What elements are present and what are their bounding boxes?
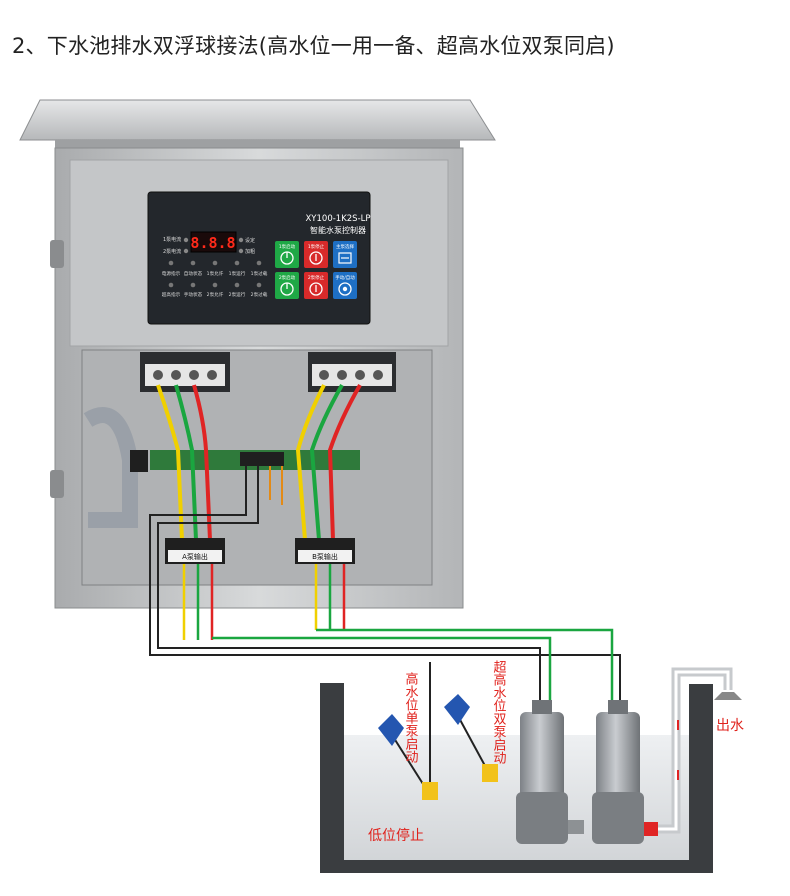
float-super-high-label: 超高水位双泵启动	[491, 660, 507, 765]
pump2-current-label: 2泵电流	[163, 248, 181, 255]
led-display: 8.8.8	[190, 234, 235, 252]
setting-label: 设定	[245, 237, 255, 244]
pump-power-wires	[182, 564, 614, 705]
pump-b	[592, 700, 658, 844]
indicator-label: 2泵运行	[229, 291, 246, 298]
indicator-label: 手动状态	[184, 291, 203, 298]
a-output-terminal: A泵输出	[165, 538, 225, 564]
ribbon-cable	[83, 407, 148, 528]
button-label: 2泵启动	[279, 274, 296, 281]
indicator-label: 电源指示	[162, 270, 181, 277]
bold-label: 加粗	[245, 248, 255, 255]
discharge-pipe	[658, 667, 742, 834]
button-label: 1泵停止	[308, 243, 325, 250]
pump1-start-button[interactable]: 1泵启动	[275, 241, 299, 268]
indicator-row-1: 电源指示 自动状态 1泵允许 1泵运行 1泵过载	[162, 260, 268, 277]
indicator-label: 1泵运行	[229, 270, 246, 277]
control-cabinet	[19, 99, 496, 609]
pump-a	[516, 700, 584, 844]
pump1-current-label: 1泵电流	[163, 236, 181, 243]
indicator-label: 2泵过载	[251, 291, 268, 298]
low-stop-label: 低位停止	[368, 827, 424, 844]
float-switch-super-high	[444, 648, 541, 782]
switch-icon	[338, 252, 352, 264]
pump1-stop-button[interactable]: 1泵停止	[304, 241, 328, 268]
indicator-row-2: 超高指示 手动状态 2泵允许 2泵运行 2泵过载	[162, 282, 268, 298]
manual-auto-button[interactable]: 手动/自动	[333, 272, 357, 299]
contactor-b	[308, 352, 396, 392]
pump2-stop-button[interactable]: 2泵停止	[304, 272, 328, 299]
float-switch-high	[378, 662, 438, 800]
stop-icon	[309, 282, 323, 296]
outlet-label: 出水	[716, 718, 744, 734]
controller-name: 智能水泵控制器	[310, 225, 366, 235]
controller-panel: XY100-1K2S-LP 智能水泵控制器 1泵电流 2泵电流 8.8.8 设定…	[147, 191, 371, 325]
hand-icon	[338, 282, 352, 296]
indicator-label: 自动状态	[184, 270, 203, 277]
stop-icon	[309, 251, 323, 265]
indicator-label: 1泵允许	[207, 270, 224, 277]
pump2-start-button[interactable]: 2泵启动	[275, 272, 299, 299]
float-high-label: 高水位单泵启动	[403, 671, 419, 764]
b-output-label: B泵输出	[312, 552, 338, 561]
internal-wires	[156, 384, 362, 541]
a-output-label: A泵输出	[182, 552, 208, 561]
button-label: 手动/自动	[335, 274, 355, 281]
page-title: 2、下水池排水双浮球接法(高水位一用一备、超高水位双泵同启)	[12, 34, 615, 58]
main-pump-select-button[interactable]: 主泵选择	[333, 241, 357, 268]
button-label: 1泵启动	[279, 243, 296, 250]
controller-model: XY100-1K2S-LP	[305, 214, 370, 224]
indicator-label: 2泵允许	[207, 291, 224, 298]
b-output-terminal: B泵输出	[295, 538, 355, 564]
contactor-a	[140, 352, 230, 392]
water-tank	[320, 683, 713, 873]
terminal-block	[240, 452, 284, 466]
button-label: 2泵停止	[308, 274, 325, 281]
indicator-label: 1泵过载	[251, 270, 268, 277]
indicator-label: 超高指示	[162, 291, 181, 298]
button-label: 主泵选择	[336, 243, 354, 250]
